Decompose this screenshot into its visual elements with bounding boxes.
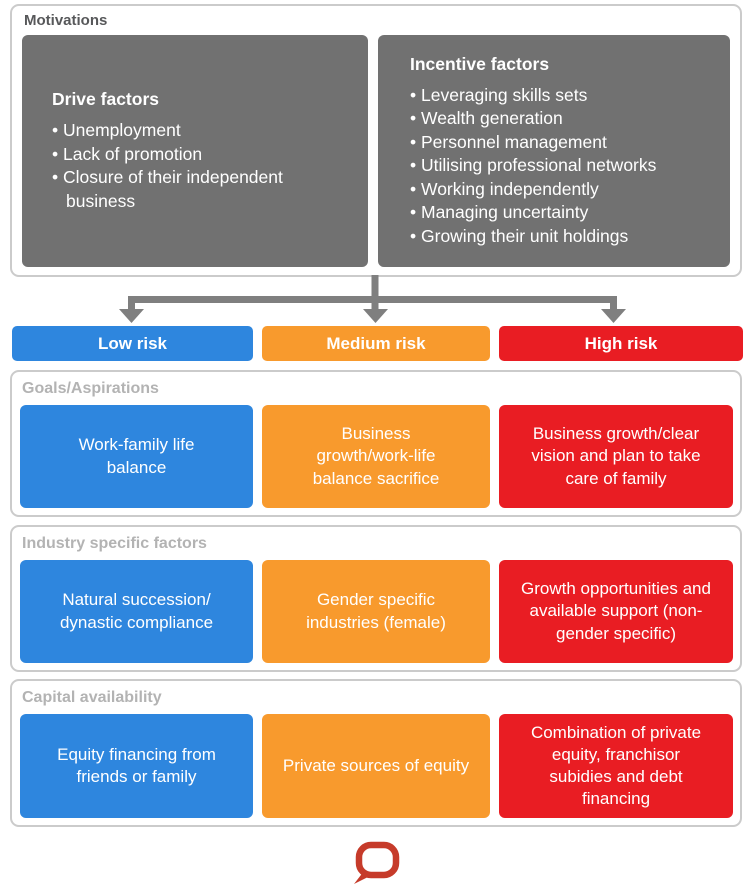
cell-capital-medium-risk: Private sources of equity (262, 714, 490, 818)
arrow-horizontal-bar (128, 296, 617, 303)
drive-factors-heading: Drive factors (52, 89, 159, 109)
section-label: Goals/Aspirations (22, 380, 159, 397)
motivations-title: Motivations (24, 12, 108, 29)
list-item: Utilising professional networks (410, 154, 722, 178)
section-label: Capital availability (22, 689, 162, 706)
drive-factors-box: Drive factors Unemployment Lack of promo… (22, 35, 368, 267)
arrow-drop-left (128, 296, 135, 309)
list-item: Managing uncertainty (410, 201, 722, 225)
section-label: Industry specific factors (22, 535, 207, 552)
drive-factors-list: Unemployment Lack of promotion Closure o… (52, 119, 354, 213)
list-item: Leveraging skills sets (410, 84, 722, 108)
cell-industry-high-risk: Growth opportunities and available suppo… (499, 560, 733, 663)
list-item: Closure of their independent business (52, 166, 354, 213)
arrowhead-center-icon (363, 309, 388, 323)
section-cells-row: Equity financing from friends or family … (20, 714, 733, 818)
cell-capital-low-risk: Equity financing from friends or family (20, 714, 253, 818)
list-item: Working independently (410, 178, 722, 202)
list-item: Wealth generation (410, 107, 722, 131)
motivations-panel: Motivations Drive factors Unemployment L… (10, 4, 742, 277)
list-item: Personnel management (410, 131, 722, 155)
list-item: Lack of promotion (52, 143, 354, 167)
cell-goals-high-risk: Business growth/clear vision and plan to… (499, 405, 733, 508)
logo-ring (355, 841, 400, 879)
cell-industry-low-risk: Natural succession/ dynastic compliance (20, 560, 253, 663)
incentive-factors-box: Incentive factors Leveraging skills sets… (378, 35, 730, 267)
section-cells-row: Natural succession/ dynastic compliance … (20, 560, 733, 663)
arrow-drop-right (610, 296, 617, 309)
cell-goals-low-risk: Work-family life balance (20, 405, 253, 508)
cell-goals-medium-risk: Business growth/work-life balance sacrif… (262, 405, 490, 508)
section-capital-availability: Capital availability Equity financing fr… (10, 679, 742, 827)
incentive-factors-heading: Incentive factors (410, 53, 550, 74)
motivations-box-row: Drive factors Unemployment Lack of promo… (22, 35, 730, 267)
section-industry-specific-factors: Industry specific factors Natural succes… (10, 525, 742, 672)
risk-badge-medium: Medium risk (262, 326, 490, 361)
list-item: Unemployment (52, 119, 354, 143)
flow-arrows-icon (119, 275, 626, 323)
list-item: Growing their unit holdings (410, 225, 722, 249)
cell-industry-medium-risk: Gender specific industries (female) (262, 560, 490, 663)
section-goals-aspirations: Goals/Aspirations Work-family life balan… (10, 370, 742, 517)
risk-level-row: Low risk Medium risk High risk (12, 326, 743, 361)
arrowhead-left-icon (119, 309, 144, 323)
cell-capital-high-risk: Combination of private equity, franchiso… (499, 714, 733, 818)
speech-bubble-logo-icon (354, 841, 400, 884)
arrow-stem-center (371, 275, 379, 309)
risk-badge-high: High risk (499, 326, 743, 361)
risk-badge-low: Low risk (12, 326, 253, 361)
section-cells-row: Work-family life balance Business growth… (20, 405, 733, 508)
arrowhead-right-icon (601, 309, 626, 323)
incentive-factors-list: Leveraging skills sets Wealth generation… (410, 84, 722, 249)
